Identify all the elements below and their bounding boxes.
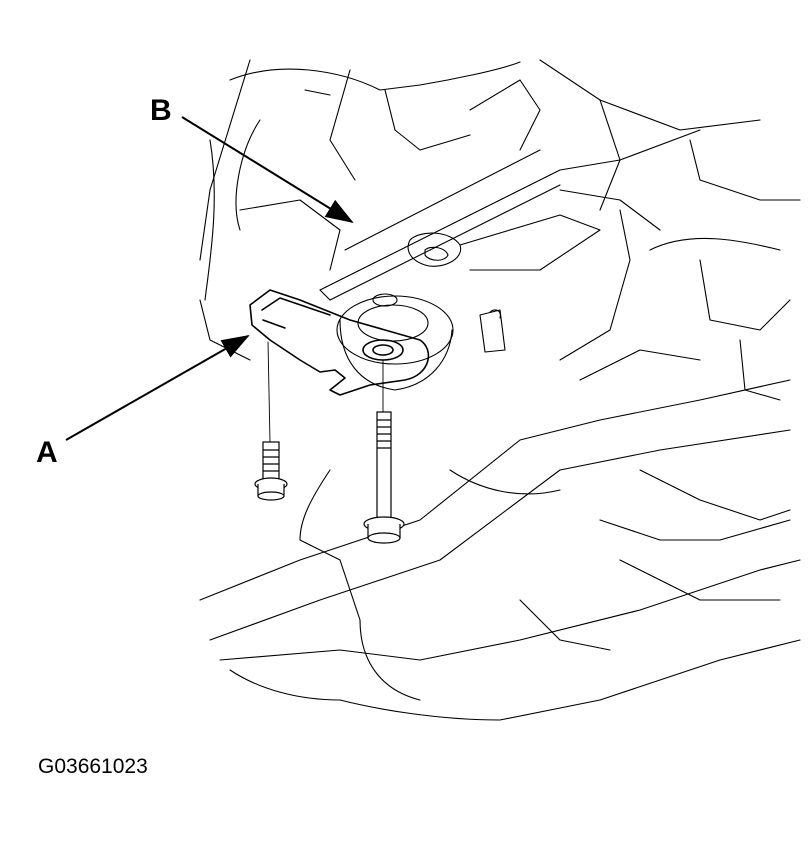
bracket	[249, 289, 430, 396]
crossmember-outline	[199, 349, 801, 721]
callout-label-b: B	[150, 94, 172, 127]
callout-arrow-b	[181, 116, 354, 224]
callout-label-a: A	[36, 436, 58, 469]
engine-outline	[199, 59, 801, 401]
bolt-icon	[363, 411, 405, 544]
figure-id: G03661023	[38, 755, 148, 778]
bolt-icon	[254, 441, 288, 501]
assembly-guide-lines	[267, 341, 384, 443]
callout-arrow-a	[65, 335, 250, 441]
subframe-bar	[319, 129, 701, 353]
